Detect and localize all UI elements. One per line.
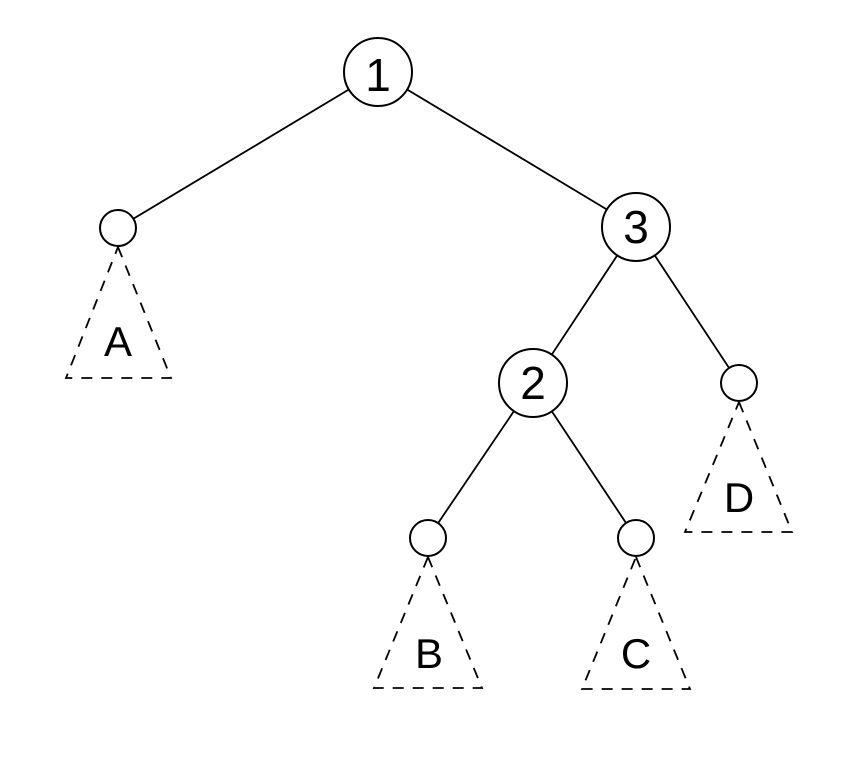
leaf-circle-d: [720, 364, 758, 402]
subtree-c-label: C: [621, 630, 651, 677]
subtree-b-label: B: [415, 630, 443, 677]
leaf-circle-a: [99, 209, 137, 247]
subtree-a-triangle: [64, 244, 173, 379]
edge-node1-to-node3: [377, 71, 637, 228]
leaf-circle-c: [617, 519, 655, 557]
subtree-d-triangle: [683, 399, 794, 533]
tree-node-1-circle: [343, 37, 413, 107]
edge-node1-to-subtree-a: [117, 71, 379, 229]
tree-node-3-label: 3: [623, 201, 649, 253]
subtree-b-triangle: [372, 554, 484, 689]
tree-node-3-circle: [601, 192, 671, 262]
leaf-circle-b: [409, 519, 447, 557]
tree-node-2-circle: [498, 348, 568, 418]
subtree-a-label: A: [104, 318, 132, 365]
subtree-c-triangle: [580, 554, 692, 690]
subtree-d-label: D: [724, 474, 754, 521]
tree-node-2-label: 2: [520, 357, 546, 409]
tree-node-1-label: 1: [365, 49, 391, 101]
